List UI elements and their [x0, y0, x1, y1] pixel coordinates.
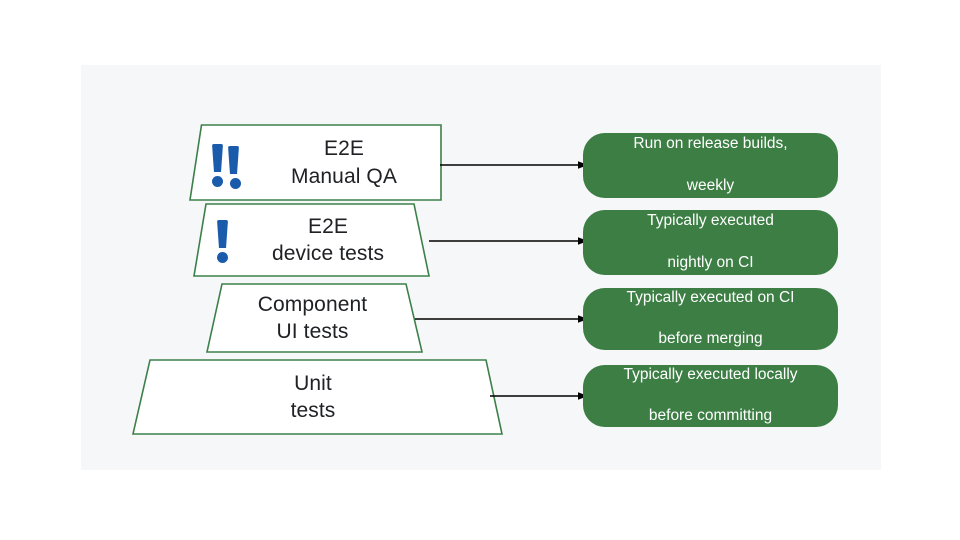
pyramid-layer-unit-tests[interactable]: Unit tests	[129, 359, 504, 435]
callout-line1: Typically executed on CI	[626, 288, 795, 306]
callout-line2: nightly on CI	[667, 253, 754, 271]
callout-unit-tests[interactable]: Typically executed locally before commit…	[583, 365, 838, 427]
layer-trapezoid-shape	[131, 359, 503, 435]
double-exclamation-icon	[212, 144, 241, 189]
arrow-shape	[440, 161, 588, 169]
arrow-shape	[415, 315, 588, 323]
callout-line1: Typically executed locally	[623, 365, 798, 383]
connector-arrow-4	[490, 390, 588, 402]
exclamation-mark-1	[212, 144, 223, 187]
exclamation-mark-2	[228, 144, 241, 189]
callout-line1: Run on release builds,	[633, 135, 788, 153]
callout-text: Typically executed locally before commit…	[623, 344, 797, 449]
callout-text: Typically executed on CI before merging	[626, 267, 794, 372]
connector-arrow-2	[429, 235, 588, 247]
exclamation-mark-1	[217, 220, 228, 263]
callout-line2: before committing	[648, 407, 773, 425]
layer-trapezoid-shape	[206, 283, 424, 353]
layer-trapezoid-shape	[189, 124, 442, 201]
exclamation-icon	[217, 220, 228, 263]
callout-manual-qa[interactable]: Run on release builds, weekly	[583, 133, 838, 198]
callout-line1: Typically executed	[647, 212, 774, 230]
layer-trapezoid-shape	[193, 203, 430, 277]
arrow-shape	[429, 237, 588, 245]
callout-component-ui[interactable]: Typically executed on CI before merging	[583, 288, 838, 350]
connector-arrow-3	[415, 313, 588, 325]
arrow-shape	[490, 392, 588, 400]
callout-device-tests[interactable]: Typically executed nightly on CI	[583, 210, 838, 275]
callout-line2: weekly	[686, 176, 735, 194]
pyramid-layer-component-ui-tests[interactable]: Component UI tests	[203, 283, 428, 353]
callout-line2: before merging	[658, 330, 763, 348]
callout-text: Typically executed nightly on CI	[647, 190, 774, 295]
callout-text: Run on release builds, weekly	[633, 113, 787, 218]
connector-arrow-1	[440, 159, 588, 171]
pyramid-layer-e2e-manual-qa[interactable]: E2E Manual QA	[186, 124, 446, 201]
pyramid-layer-e2e-device-tests[interactable]: E2E device tests	[190, 203, 450, 277]
